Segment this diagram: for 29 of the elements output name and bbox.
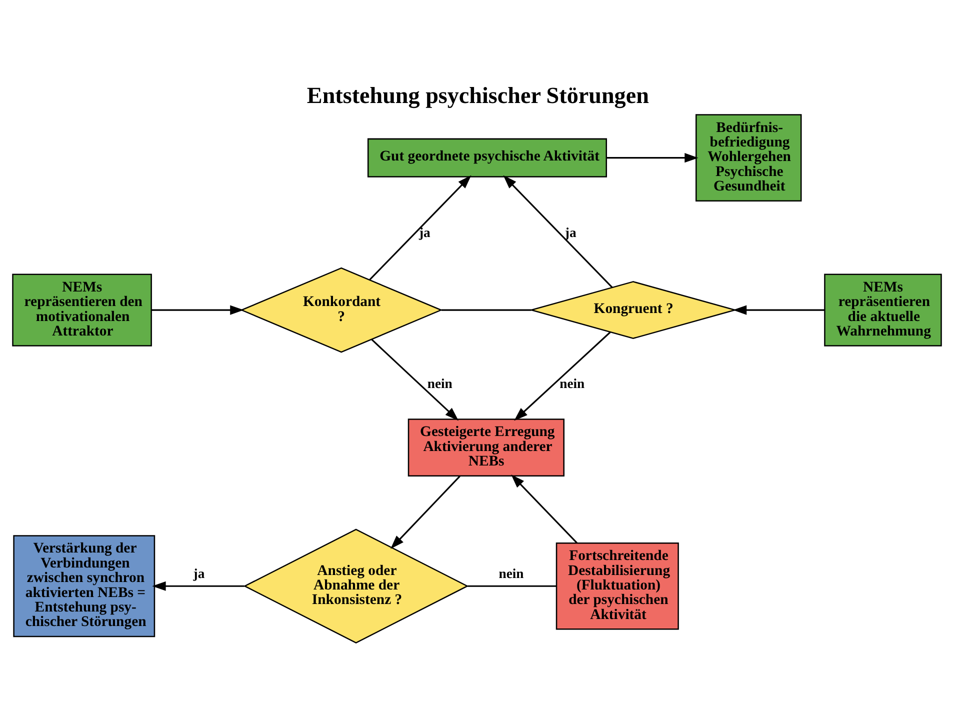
arrow [503, 174, 613, 288]
edge-label: nein [560, 376, 585, 391]
edge-label: ja [564, 224, 576, 240]
edge-label: ja [193, 566, 205, 581]
diagram-title: Entstehung psychischer Störungen [306, 81, 649, 108]
node-diamond: Konkordant ? [240, 266, 443, 352]
edge-label: ja [419, 224, 430, 240]
node-box: Bedürfnis- befriedigung Wohlergehen Psychische Gesundheit [696, 114, 802, 201]
node-box: Gesteigerte Erregung Aktivierung anderer NEBs [408, 418, 564, 476]
arrow [514, 331, 611, 420]
edge-label: nein [427, 376, 452, 391]
node-box: Fortschreitende Destabilisierung (Fluktuation) der psychischen Aktivität [556, 542, 679, 630]
node-box: Verstärkung der Verbindungen zwischen synchron aktivierten NEBs = Entstehung psy- chischer Störungen [13, 534, 156, 637]
arrow [152, 580, 244, 590]
arrow [390, 475, 460, 548]
arrow [369, 174, 472, 280]
connector [441, 308, 532, 310]
node-diamond: Kongruent ? [528, 280, 738, 339]
node-box: NEMs repräsentieren den motivationalen Attraktor [12, 273, 152, 346]
arrow [151, 304, 244, 314]
connector [468, 584, 556, 586]
arrow [732, 304, 825, 314]
edge-label: nein [498, 566, 524, 581]
arrow [606, 152, 698, 162]
node-box: NEMs repräsentieren die aktuelle Wahrnehmung [824, 273, 942, 346]
node-box: Gut geordnete psychische Aktivität [367, 138, 607, 177]
arrow [511, 474, 578, 544]
node-diamond: Anstieg oder Abnahme der Inkonsistenz ? [243, 528, 469, 643]
arrow [371, 338, 459, 420]
